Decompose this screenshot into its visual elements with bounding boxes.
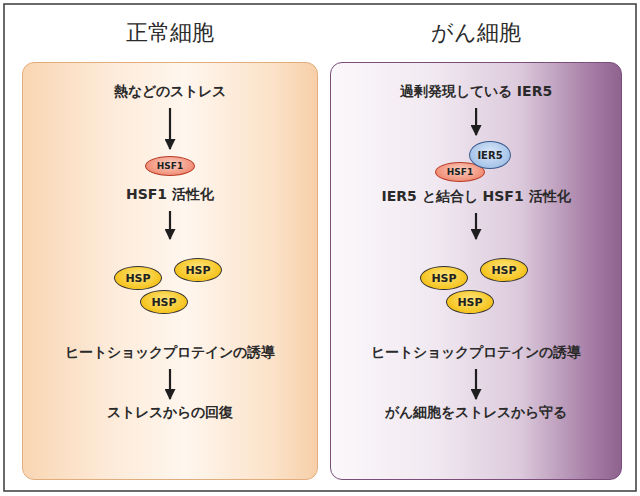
panel-heading: がん細胞 [330, 18, 622, 48]
step-caption: HSF1 活性化 [22, 186, 318, 204]
hsp-ellipse: HSP [480, 258, 528, 282]
step-label: がん細胞をストレスから守る [385, 404, 567, 420]
flow-arrow [169, 369, 171, 399]
protein-label: HSP [185, 264, 210, 277]
hsf-ellipse: HSF1 [145, 156, 195, 176]
step-caption: IER5 と結合し HSF1 活性化 [330, 188, 622, 206]
hsp-ellipse: HSP [114, 266, 162, 290]
frame-border [4, 4, 636, 491]
step-label: ストレスからの回復 [107, 404, 233, 420]
protein-label: HSP [491, 264, 516, 277]
step-caption: ヒートショックプロテインの誘導 [22, 344, 318, 362]
step-text: ストレスからの回復 [107, 404, 233, 422]
step-text: 過剰発現している IER5 [400, 83, 552, 101]
protein-label: HSP [125, 272, 150, 285]
step-text: 熱などのストレス [114, 83, 226, 101]
step-caption: ヒートショックプロテインの誘導 [330, 344, 622, 362]
flow-arrow [475, 369, 477, 399]
flow-arrow [169, 211, 171, 239]
protein-label: HSF1 [447, 167, 473, 177]
hsp-ellipse: HSP [446, 290, 494, 314]
panel-heading: 正常細胞 [22, 18, 318, 48]
step-label: 熱などのストレス [114, 83, 226, 99]
flow-arrow [169, 108, 171, 149]
hsp-ellipse: HSP [420, 266, 468, 290]
step-group: IER5 と結合し HSF1 活性化 HSF1 IER5 [330, 140, 622, 208]
cell-panel: がん細胞過剰発現している IER5IER5 と結合し HSF1 活性化HSF1I… [330, 12, 622, 480]
step-text: がん細胞をストレスから守る [385, 404, 567, 422]
protein-label: HSP [151, 296, 176, 309]
step-label: 過剰発現している IER5 [400, 83, 552, 99]
hsp-ellipse: HSP [174, 258, 222, 282]
ier-ellipse: IER5 [469, 141, 511, 169]
step-group: ヒートショックプロテインの誘導HSPHSPHSP [330, 244, 622, 368]
hsp-ellipse: HSP [140, 290, 188, 314]
protein-label: HSP [431, 272, 456, 285]
flow-arrow [475, 108, 477, 135]
protein-label: IER5 [477, 150, 502, 161]
flow-arrow [475, 213, 477, 239]
cell-panel: 正常細胞熱などのストレス HSF1 活性化 HSF1 ヒートショックプロテインの誘導 H… [22, 12, 318, 480]
step-group: HSF1 活性化 HSF1 [22, 154, 318, 206]
protein-label: HSF1 [157, 161, 183, 171]
protein-label: HSP [457, 296, 482, 309]
step-group: ヒートショックプロテインの誘導HSPHSPHSP [22, 244, 318, 368]
